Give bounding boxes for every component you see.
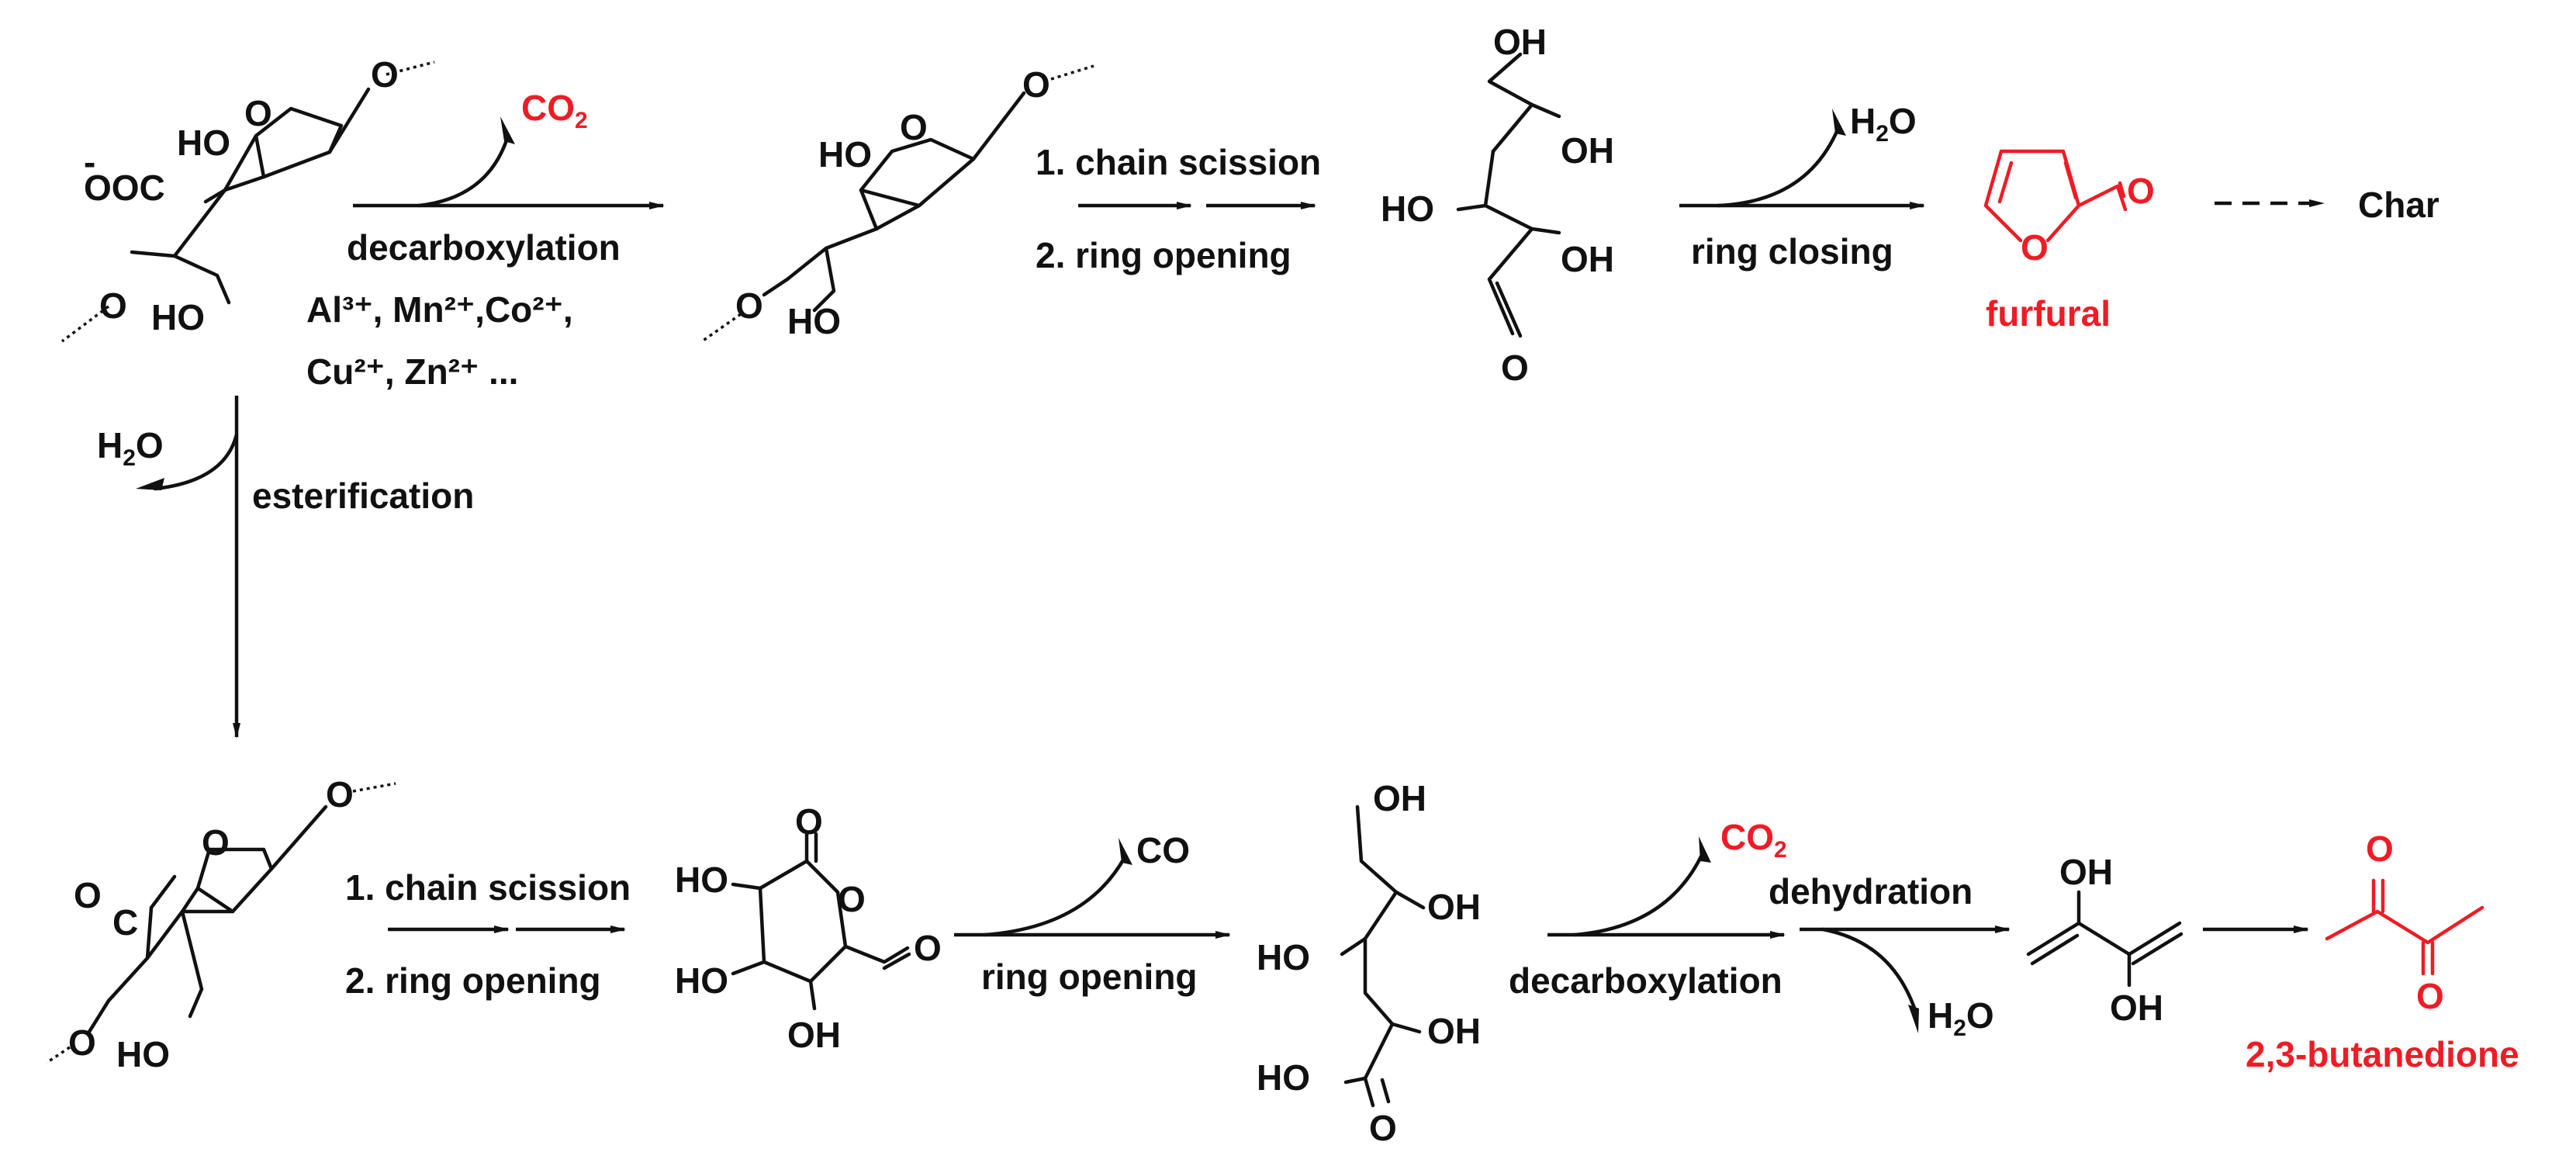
atom-oh-4: OH bbox=[1427, 1011, 1481, 1051]
atom-ho-5: HO bbox=[1257, 1057, 1310, 1098]
atom-ooc: OOC bbox=[84, 168, 165, 208]
step-chain-scission-bottom: 1. chain scission 2. ring opening bbox=[345, 867, 631, 1001]
atom-o-bottom: O bbox=[99, 285, 127, 326]
atom-ho-1: HO bbox=[675, 860, 728, 900]
step-esterification: H2O esterification bbox=[97, 396, 474, 739]
curved-arrow bbox=[983, 855, 1127, 937]
step-dehydration: dehydration H2O bbox=[1769, 871, 2011, 1041]
open-chain-intermediate-top: OH OH HO OH O bbox=[1381, 22, 1614, 388]
label-decarboxylation: decarboxylation bbox=[1509, 960, 1782, 1001]
byproduct-co2: CO2 bbox=[1720, 817, 1787, 863]
atom-charge: - bbox=[84, 142, 95, 182]
catalyst-list-1: Al³⁺, Mn²⁺,Co²⁺, bbox=[306, 289, 573, 330]
label-ring-opening: ring opening bbox=[981, 957, 1198, 997]
enediol-structure: OH OH bbox=[2026, 852, 2184, 1028]
byproduct-co2: CO2 bbox=[521, 88, 588, 133]
decarboxylated-intermediate: O HO O O HO bbox=[700, 64, 1094, 343]
atom-ho-bottom: HO bbox=[151, 297, 205, 337]
atom-o-5: O bbox=[1501, 348, 1529, 388]
atom-o-carbonyl: O bbox=[795, 801, 823, 842]
catalyst-list-2: Cu²⁺, Zn²⁺ ... bbox=[306, 351, 518, 392]
pectin-unit-structure: O HO O OOC - O HO bbox=[61, 54, 435, 343]
atom-o-ring: O bbox=[2021, 227, 2049, 268]
atom-o-top: O bbox=[1022, 64, 1050, 105]
lactone-aldehyde-structure: O HO O HO OH O bbox=[675, 801, 942, 1055]
curved-arrow bbox=[1572, 851, 1705, 937]
atom-oh-4: OH bbox=[1561, 239, 1614, 279]
byproduct-h2o: H2O bbox=[1850, 101, 1917, 147]
label-furfural: furfural bbox=[1986, 293, 2111, 334]
step-to-char: Char bbox=[2215, 185, 2439, 225]
label-chain-scission: 1. chain scission bbox=[345, 867, 631, 908]
step-decarboxylation-top: CO2 decarboxylation Al³⁺, Mn²⁺,Co²⁺, Cu²… bbox=[306, 88, 665, 392]
byproduct-h2o: H2O bbox=[1928, 995, 1994, 1041]
atom-oh-1: OH bbox=[1493, 22, 1547, 62]
label-dehydration: dehydration bbox=[1769, 871, 1973, 912]
byproduct-co: CO bbox=[1136, 830, 1190, 870]
atom-o-ring: O bbox=[202, 822, 230, 863]
label-ring-opening: 2. ring opening bbox=[345, 960, 601, 1001]
atom-o-aldehyde: O bbox=[914, 928, 942, 968]
curved-arrow bbox=[417, 133, 510, 208]
atom-o-top: O bbox=[326, 774, 354, 815]
atom-o-ring: O bbox=[838, 879, 866, 919]
atom-o-ester: O bbox=[74, 875, 102, 915]
atom-c: C bbox=[112, 902, 138, 943]
curved-arrow bbox=[1820, 927, 1918, 1015]
step-ring-closing: H2O ring closing bbox=[1679, 101, 1925, 272]
open-chain-acid-structure: OH OH HO OH HO O bbox=[1257, 778, 1481, 1148]
label-decarboxylation: decarboxylation bbox=[347, 227, 621, 268]
curved-arrow bbox=[1716, 126, 1841, 208]
label-ring-opening: 2. ring opening bbox=[1036, 235, 1291, 275]
atom-ho-bottom: HO bbox=[787, 301, 841, 341]
atom-oh-2: OH bbox=[1561, 130, 1614, 171]
atom-o-top: O bbox=[371, 54, 399, 95]
atom-o-ring: O bbox=[900, 107, 928, 147]
label-ring-closing: ring closing bbox=[1691, 231, 1893, 272]
curved-arrow bbox=[153, 432, 239, 491]
atom-ho-3: HO bbox=[1257, 937, 1310, 977]
label-esterification: esterification bbox=[252, 476, 474, 516]
atom-o-ring: O bbox=[244, 93, 272, 133]
atom-o-2: O bbox=[2416, 976, 2444, 1016]
label-chain-scission: 1. chain scission bbox=[1036, 142, 1321, 182]
atom-oh-2: OH bbox=[2110, 988, 2163, 1028]
atom-ho: HO bbox=[818, 134, 872, 175]
byproduct-h2o: H2O bbox=[97, 425, 164, 471]
lactone-structure: O O O C O HO bbox=[46, 774, 396, 1074]
atom-oh-2: OH bbox=[1427, 887, 1481, 927]
step-decarboxylation-bottom: CO2 decarboxylation bbox=[1509, 817, 1787, 1001]
butanedione-structure: O O 2,3-butanedione bbox=[2246, 829, 2519, 1074]
atom-oh-1: OH bbox=[2059, 852, 2113, 892]
furfural-structure: O O furfural bbox=[1983, 149, 2155, 334]
atom-ho-top: HO bbox=[177, 123, 230, 163]
step-chain-scission-top: 1. chain scission 2. ring opening bbox=[1036, 142, 1321, 275]
atom-oh-1: OH bbox=[1373, 778, 1426, 818]
atom-o-1: O bbox=[2366, 829, 2394, 869]
atom-o-bottom: O bbox=[68, 1022, 96, 1063]
atom-o-aldehyde: O bbox=[2127, 171, 2155, 211]
atom-oh-3: OH bbox=[787, 1015, 841, 1055]
atom-o-6: O bbox=[1369, 1108, 1397, 1148]
label-char: Char bbox=[2358, 185, 2439, 225]
label-butanedione: 2,3-butanedione bbox=[2246, 1034, 2519, 1074]
atom-o-bottom: O bbox=[735, 285, 763, 326]
atom-ho-3: HO bbox=[1381, 189, 1434, 229]
atom-ho-2: HO bbox=[675, 960, 728, 1001]
step-ring-opening-bottom: CO ring opening bbox=[954, 830, 1231, 997]
atom-ho-bottom: HO bbox=[116, 1034, 170, 1074]
